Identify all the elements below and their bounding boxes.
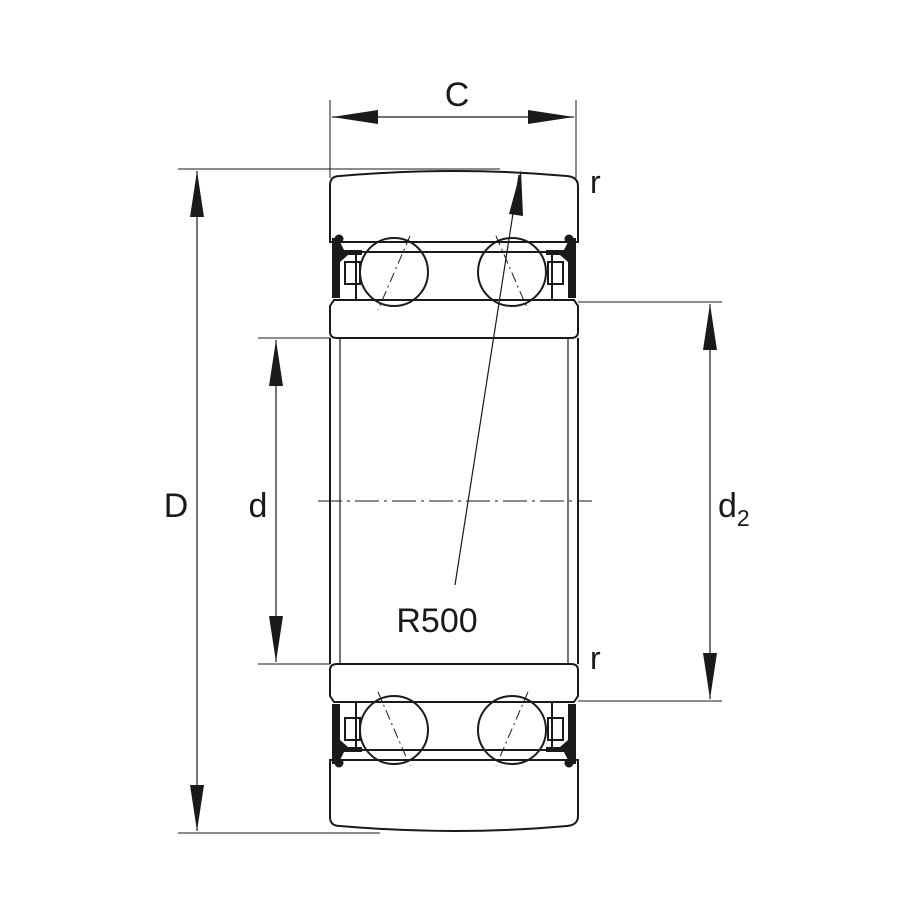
leader-r500: [454, 170, 523, 586]
seal-top-right: [546, 234, 576, 298]
label-bore-diameter: d: [249, 487, 268, 525]
label-outer-diameter: D: [164, 487, 189, 525]
label-radius-top: r: [590, 164, 601, 200]
inner-ring-bottom: [329, 663, 579, 703]
dimension-outer-diameter-d: [190, 171, 204, 831]
dimension-d2: [703, 304, 717, 699]
label-c: C: [445, 76, 470, 114]
raceway-band-top: [355, 251, 553, 301]
label-d2: d2: [718, 487, 750, 531]
ball-bottom-left: [359, 691, 429, 767]
seal-bottom-left: [332, 704, 362, 768]
inner-ring-top: [329, 299, 579, 339]
label-d2-subscript: 2: [737, 505, 750, 531]
ball-top-left: [359, 235, 429, 311]
outer-ring-top: [329, 170, 579, 243]
dimension-width-c: [332, 110, 574, 124]
label-radius-bottom: r: [590, 640, 601, 676]
dimension-bore-diameter-d: [269, 340, 283, 662]
label-d2-main: d: [718, 487, 737, 525]
outer-ring-bottom: [329, 759, 579, 832]
ball-bottom-right: [477, 691, 547, 767]
raceway-band-bottom: [355, 701, 553, 751]
label-r500: R500: [396, 602, 477, 640]
ball-top-right: [477, 235, 547, 311]
extension-lines: [178, 100, 722, 834]
seal-bottom-right: [546, 704, 576, 768]
seal-top-left: [332, 234, 362, 298]
